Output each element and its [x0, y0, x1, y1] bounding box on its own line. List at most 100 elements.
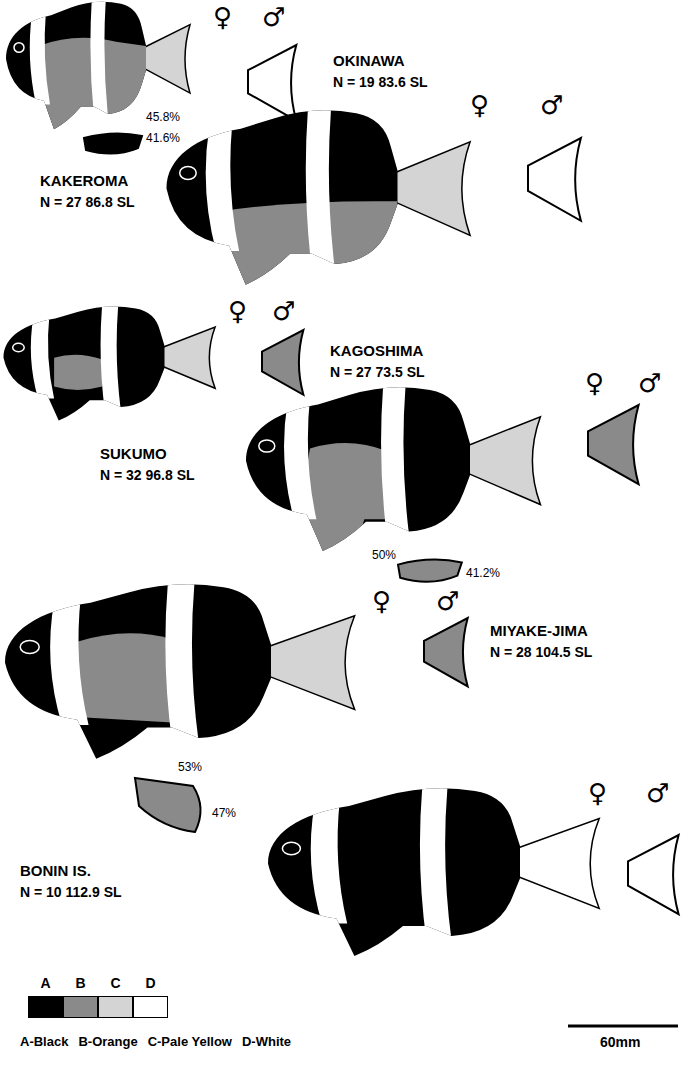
fish-body [268, 788, 520, 956]
legend-letter: B [63, 974, 98, 992]
mid-bar [381, 380, 409, 536]
orange-patch [77, 633, 172, 722]
fish-eye [13, 343, 24, 352]
fish-drawing [5, 577, 355, 759]
percentage: 45.8% [146, 110, 180, 124]
mid-bar [306, 103, 335, 269]
legend-key-box: A-Black [20, 1034, 68, 1050]
male-caudal-fin [528, 138, 581, 221]
sex-symbol-box: ♀ [585, 370, 604, 396]
percentage-box: 41.6% [146, 131, 180, 145]
fish-drawing [268, 781, 599, 956]
sex-symbol: ♀ [213, 4, 232, 30]
head-bar [311, 799, 347, 924]
locality-label: N = 10 112.9 SL [20, 884, 122, 901]
locality-label-box: N = 19 83.6 SL [333, 74, 428, 91]
scale-label-box: 60mm [600, 1034, 640, 1051]
locality-label: N = 28 104.5 SL [490, 644, 592, 661]
male-caudal-fin [248, 45, 296, 121]
sex-symbol-box: ♂ [638, 370, 661, 396]
legend-key: D-White [242, 1034, 291, 1050]
male-caudal-fin [262, 330, 303, 395]
sex-symbol-box: ♂ [646, 780, 669, 806]
locality-label-box: OKINAWA [333, 52, 405, 70]
sex-symbol-box: ♂ [540, 92, 563, 118]
sex-symbol: ♂ [646, 780, 669, 806]
locality-label: BONIN IS. [20, 862, 91, 880]
locality-label-box: KAGOSHIMA [330, 342, 423, 360]
percentage-box: 53% [178, 760, 202, 774]
head-bar [284, 397, 316, 519]
percentage-box: 41.2% [466, 566, 500, 580]
caudal-fin [467, 417, 541, 505]
legend-swatch [28, 996, 63, 1018]
legend-entry: A [28, 974, 63, 992]
percentage-box: 50% [372, 548, 396, 562]
fish-eye [14, 43, 24, 53]
male-caudal-fin [588, 405, 639, 484]
locality-label-box: N = 32 96.8 SL [100, 467, 195, 484]
sex-symbol-box: ♀ [588, 780, 607, 806]
mid-bar [90, 0, 108, 118]
locality-label: OKINAWA [333, 52, 405, 70]
percentage-box: 45.8% [146, 110, 180, 124]
body-markings [30, 0, 156, 138]
mid-bar [101, 302, 121, 411]
fish-eye [180, 167, 197, 180]
fish-body [5, 584, 271, 759]
legend-letter: C [98, 974, 133, 992]
locality-label: KAKEROMA [40, 172, 128, 190]
legend-letter: A [28, 974, 63, 992]
legend-swatch [63, 996, 98, 1018]
caudal-fin [516, 819, 599, 909]
legend-key-box: B-Orange [78, 1034, 137, 1050]
head-bar [50, 595, 88, 725]
legend-swatch [133, 996, 168, 1018]
percentage-box: 47% [212, 806, 236, 820]
locality-label: MIYAKE-JIMA [490, 622, 588, 640]
fin-variant [84, 133, 142, 153]
locality-label-box: BONIN IS. [20, 862, 91, 880]
percentage: 53% [178, 760, 202, 774]
sex-symbol-box: ♀ [228, 298, 247, 324]
sex-symbol: ♂ [540, 92, 563, 118]
sex-symbol: ♀ [372, 588, 391, 614]
locality-label: N = 27 86.8 SL [40, 194, 135, 211]
body-markings [206, 103, 414, 297]
body-markings [50, 577, 199, 743]
locality-label-box: N = 28 104.5 SL [490, 644, 592, 661]
sex-symbol: ♀ [588, 780, 607, 806]
fish-drawing [6, 0, 190, 138]
legend-swatch [98, 996, 133, 1018]
fish-drawing [3, 302, 215, 421]
sex-symbol: ♂ [272, 298, 295, 324]
percentage: 47% [212, 806, 236, 820]
fish-eye [259, 440, 275, 452]
fin-variant [398, 560, 462, 582]
locality-label: N = 32 96.8 SL [100, 467, 195, 484]
fish-body [3, 306, 164, 420]
sex-symbol-box: ♂ [262, 4, 285, 30]
legend-letter: D [133, 974, 168, 992]
legend-entry: B [63, 974, 98, 992]
locality-label-box: N = 10 112.9 SL [20, 884, 122, 901]
sex-symbol: ♀ [228, 298, 247, 324]
legend-key: C-Pale Yellow [148, 1034, 232, 1050]
caudal-fin [144, 25, 190, 93]
fish-drawing [167, 103, 471, 297]
legend-key: B-Orange [78, 1034, 137, 1050]
locality-label-box: MIYAKE-JIMA [490, 622, 588, 640]
male-caudal-fin [424, 618, 468, 686]
legend-key-box: D-White [242, 1034, 291, 1050]
sex-symbol: ♂ [436, 588, 459, 614]
caudal-fin [162, 327, 215, 388]
fish-drawing [246, 380, 540, 562]
locality-label-box: SUKUMO [100, 445, 167, 463]
caudal-fin [267, 616, 354, 710]
orange-patch [54, 355, 102, 390]
fish-eye [282, 842, 300, 855]
legend-entry: C [98, 974, 133, 992]
locality-label: N = 27 73.5 SL [330, 364, 425, 381]
legend-entry: D [133, 974, 168, 992]
